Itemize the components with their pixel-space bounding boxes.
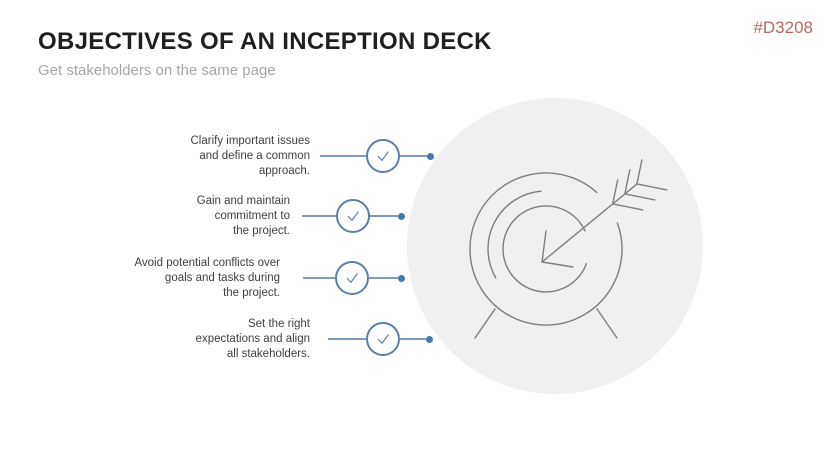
objective-item-3-text: Avoid potential conflicts over goals and…	[50, 256, 280, 301]
connector-line	[303, 277, 335, 279]
connector-dot	[398, 212, 405, 220]
connector-dot	[398, 274, 405, 282]
objective-text-line: approach.	[258, 165, 310, 177]
page-subtitle: Get stakeholders on the same page	[38, 62, 276, 79]
product-code-badge: #D3208	[753, 18, 813, 37]
connector-line	[369, 277, 398, 279]
connector-dot	[427, 152, 434, 160]
objective-item-2-text: Gain and maintain commitment to the proj…	[60, 194, 290, 239]
objective-item-4-connector	[328, 322, 433, 356]
connector-dot	[426, 335, 433, 343]
connector-line	[320, 155, 366, 157]
objective-text-line: all stakeholders.	[226, 348, 310, 360]
objective-text-line: goals and tasks during	[164, 272, 280, 284]
objective-text-line: the project.	[233, 225, 290, 237]
objective-text-line: the project.	[223, 287, 280, 299]
objective-text-line: Set the right	[247, 318, 310, 330]
objective-item-3-connector	[303, 261, 405, 295]
objective-item-2-connector	[302, 199, 405, 233]
check-icon	[366, 139, 400, 173]
connector-line	[302, 215, 336, 217]
objective-item-1-text: Clarify important issues and define a co…	[80, 134, 310, 179]
objective-text-line: expectations and align	[195, 333, 310, 345]
connector-line	[400, 155, 427, 157]
page-title: OBJECTIVES OF AN INCEPTION DECK	[38, 28, 492, 55]
objective-text-line: and define a common	[199, 150, 310, 162]
check-icon	[366, 322, 400, 356]
objective-item-4-text: Set the right expectations and align all…	[80, 317, 310, 362]
objective-text-line: Avoid potential conflicts over	[134, 257, 280, 269]
target-with-arrow-icon	[469, 159, 668, 339]
objective-text-line: commitment to	[214, 210, 290, 222]
background-circle	[407, 98, 703, 394]
objective-text-line: Gain and maintain	[196, 195, 290, 207]
check-icon	[335, 261, 369, 295]
check-icon	[336, 199, 370, 233]
objective-item-1-connector	[320, 139, 434, 173]
objective-text-line: Clarify important issues	[190, 135, 310, 147]
connector-line	[370, 215, 398, 217]
connector-line	[328, 338, 366, 340]
connector-line	[400, 338, 426, 340]
